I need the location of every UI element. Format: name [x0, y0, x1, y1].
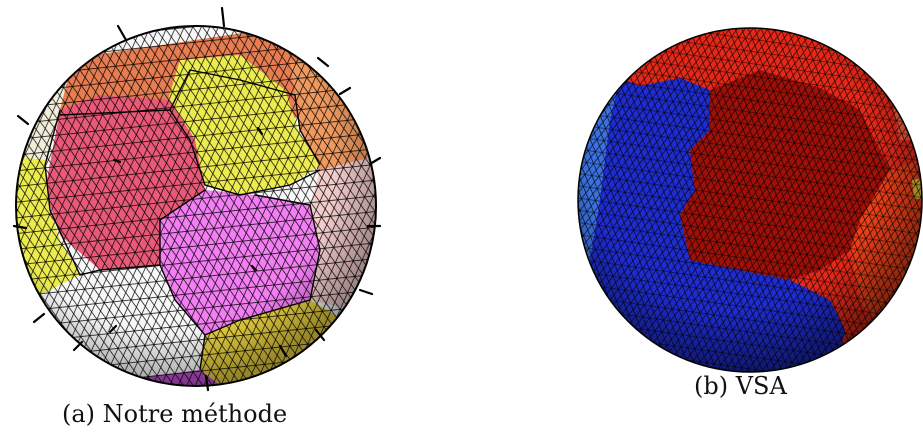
- panel-vsa: (b) VSA: [560, 0, 923, 441]
- caption-b: (b) VSA: [694, 372, 787, 400]
- normal-ticks: [12, 6, 382, 392]
- caption-a: (a) Notre méthode: [62, 400, 288, 428]
- segmented-sphere-b: [577, 27, 923, 373]
- panel-notre-methode: (a) Notre méthode: [0, 0, 400, 441]
- segmented-sphere-a: [12, 6, 382, 392]
